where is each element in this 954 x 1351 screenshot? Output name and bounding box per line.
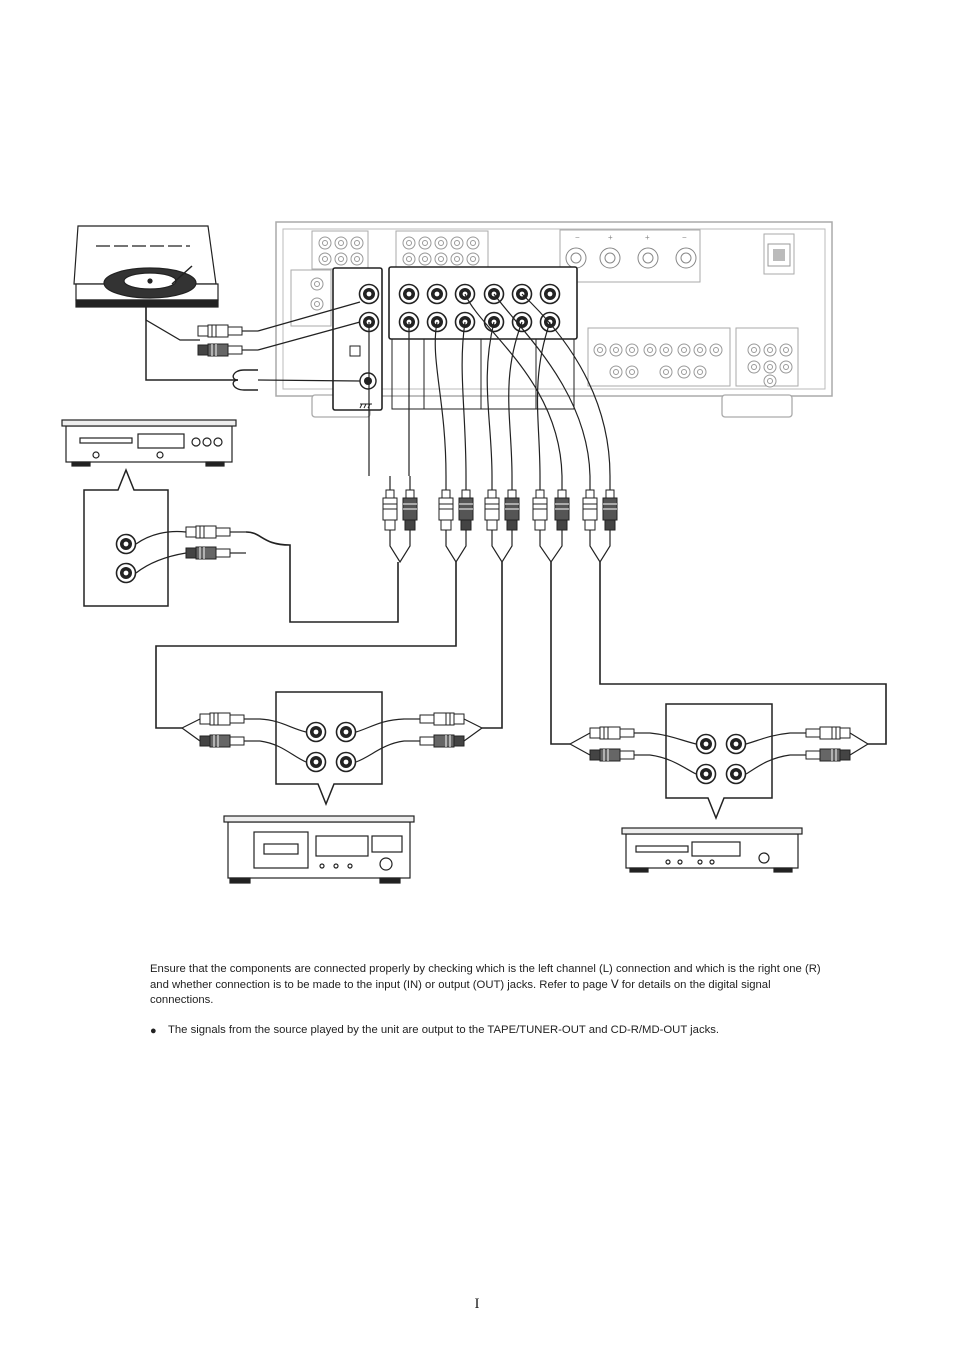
speaker-minus-label-2: − <box>682 233 687 242</box>
bullet-text: The signals from the source played by th… <box>168 1024 720 1036</box>
amplifier-rear-panel: − + + − <box>275 221 833 418</box>
cassette-deck <box>223 815 415 884</box>
turntable <box>73 225 219 308</box>
ground-lug <box>232 369 258 391</box>
cdr-callout <box>665 703 773 821</box>
turntable-signal-cable <box>145 307 200 341</box>
bullet-icon: ● <box>150 1025 157 1037</box>
page-number: I <box>474 1296 480 1312</box>
speaker-minus-label-1: − <box>575 233 580 242</box>
bullet-note: ● The signals from the source played by t… <box>150 1023 830 1039</box>
speaker-plus-label-1: + <box>608 233 613 242</box>
turntable-cable <box>145 307 238 381</box>
connection-diagram: − + + − <box>61 221 887 884</box>
cd-recorder <box>621 827 803 873</box>
instructions-paragraph: Ensure that the components are connected… <box>150 963 821 1006</box>
cassette-callout <box>275 691 383 807</box>
cd-player <box>61 419 237 467</box>
speaker-plus-label-2: + <box>645 233 650 242</box>
